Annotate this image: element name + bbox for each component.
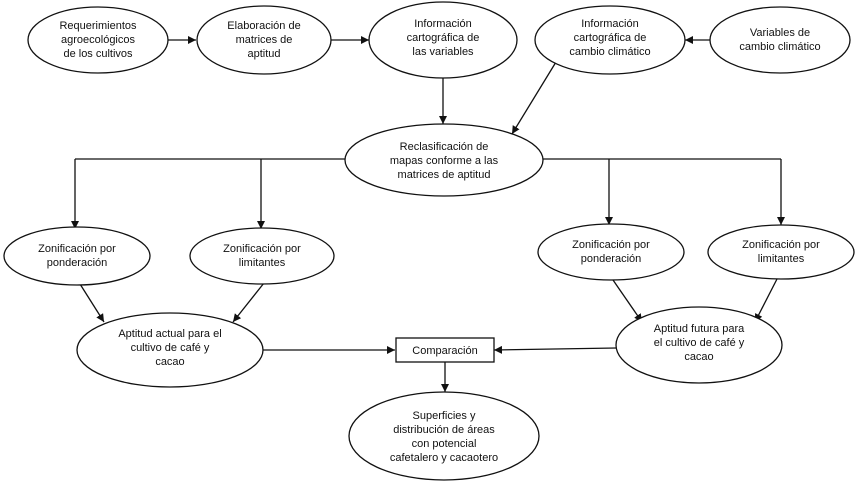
node-superficies-line-1: Superficies y bbox=[413, 410, 476, 422]
node-reclas-line-3: matrices de aptitud bbox=[398, 169, 491, 181]
node-zonificacion-ponderacion-futura: Zonificación por ponderación bbox=[537, 223, 685, 281]
node-requerimientos-line-2: agroecológicos bbox=[61, 34, 135, 46]
node-info-var-line-1: Información bbox=[414, 18, 471, 30]
node-info-cc-line-2: cartográfica de bbox=[574, 32, 647, 44]
edge-zon-lim-futura-to-apt-futura bbox=[754, 278, 778, 323]
node-variables-cambio-climatico: Variables de cambio climático bbox=[709, 6, 851, 74]
node-zon-pond-futura-line-2: ponderación bbox=[581, 253, 642, 265]
node-var-cc-line-2: cambio climático bbox=[739, 41, 820, 53]
nodes: Requerimientos agroecológicos de los cul… bbox=[3, 1, 855, 481]
node-requerimientos-line-1: Requerimientos bbox=[59, 20, 137, 32]
node-reclas-line-2: mapas conforme a las bbox=[390, 155, 499, 167]
node-zon-pond-futura-line-1: Zonificación por bbox=[572, 239, 650, 251]
node-superficies-line-2: distribución de áreas bbox=[393, 424, 495, 436]
node-comparacion: Comparación bbox=[395, 337, 495, 363]
node-info-cartografica-cambio-climatico: Información cartográfica de cambio climá… bbox=[534, 5, 686, 75]
node-superficies: Superficies y distribución de áreas con … bbox=[348, 391, 540, 481]
node-zonificacion-ponderacion-actual: Zonificación por ponderación bbox=[3, 226, 151, 286]
node-apt-actual-line-2: cultivo de café y bbox=[131, 342, 210, 354]
node-aptitud-actual: Aptitud actual para el cultivo de café y… bbox=[76, 312, 264, 388]
node-zon-pond-actual-line-2: ponderación bbox=[47, 257, 108, 269]
edge-apt-futura-to-comparacion bbox=[493, 345, 617, 354]
node-apt-actual-line-1: Aptitud actual para el bbox=[118, 328, 221, 340]
node-zon-pond-actual-line-1: Zonificación por bbox=[38, 243, 116, 255]
edge-zon-pond-actual-to-apt-actual bbox=[79, 283, 105, 323]
node-zonificacion-limitantes-futura: Zonificación por limitantes bbox=[707, 224, 855, 280]
node-requerimientos-line-3: de los cultivos bbox=[63, 48, 133, 60]
node-elaboracion-line-2: matrices de bbox=[236, 34, 293, 46]
node-comparacion-label: Comparación bbox=[412, 345, 477, 357]
node-zonificacion-limitantes-actual: Zonificación por limitantes bbox=[189, 227, 335, 285]
node-zon-lim-actual-line-2: limitantes bbox=[239, 257, 286, 269]
node-zon-lim-actual-line-1: Zonificación por bbox=[223, 243, 301, 255]
node-info-var-line-2: cartográfica de bbox=[407, 32, 480, 44]
node-info-var-line-3: las variables bbox=[412, 46, 474, 58]
edge-info-cc-to-reclas bbox=[511, 61, 557, 135]
node-apt-actual-line-3: cacao bbox=[155, 356, 184, 368]
node-info-cc-line-3: cambio climático bbox=[569, 46, 650, 58]
node-zon-lim-futura-line-2: limitantes bbox=[758, 253, 805, 265]
node-superficies-line-3: con potencial bbox=[412, 438, 477, 450]
node-apt-futura-line-3: cacao bbox=[684, 351, 713, 363]
node-elaboracion-line-3: aptitud bbox=[247, 48, 280, 60]
node-info-cc-line-1: Información bbox=[581, 18, 638, 30]
node-reclasificacion: Reclasificación de mapas conforme a las … bbox=[344, 123, 544, 197]
node-apt-futura-line-1: Aptitud futura para bbox=[654, 323, 745, 335]
node-var-cc-line-1: Variables de bbox=[750, 27, 810, 39]
node-requerimientos: Requerimientos agroecológicos de los cul… bbox=[27, 6, 169, 74]
node-info-cartografica-variables: Información cartográfica de las variable… bbox=[368, 1, 518, 79]
node-aptitud-futura: Aptitud futura para el cultivo de café y… bbox=[615, 306, 783, 384]
node-reclas-line-1: Reclasificación de bbox=[400, 141, 489, 153]
edges bbox=[71, 36, 785, 392]
node-superficies-line-4: cafetalero y cacaotero bbox=[390, 452, 498, 464]
node-elaboracion-line-1: Elaboración de bbox=[227, 20, 300, 32]
node-apt-futura-line-2: el cultivo de café y bbox=[654, 337, 745, 349]
edge-zon-pond-futura-to-apt-futura bbox=[612, 279, 643, 323]
node-zon-lim-futura-line-1: Zonificación por bbox=[742, 239, 820, 251]
edge-zon-lim-actual-to-apt-actual bbox=[232, 282, 265, 323]
node-elaboracion-matrices: Elaboración de matrices de aptitud bbox=[196, 5, 332, 75]
